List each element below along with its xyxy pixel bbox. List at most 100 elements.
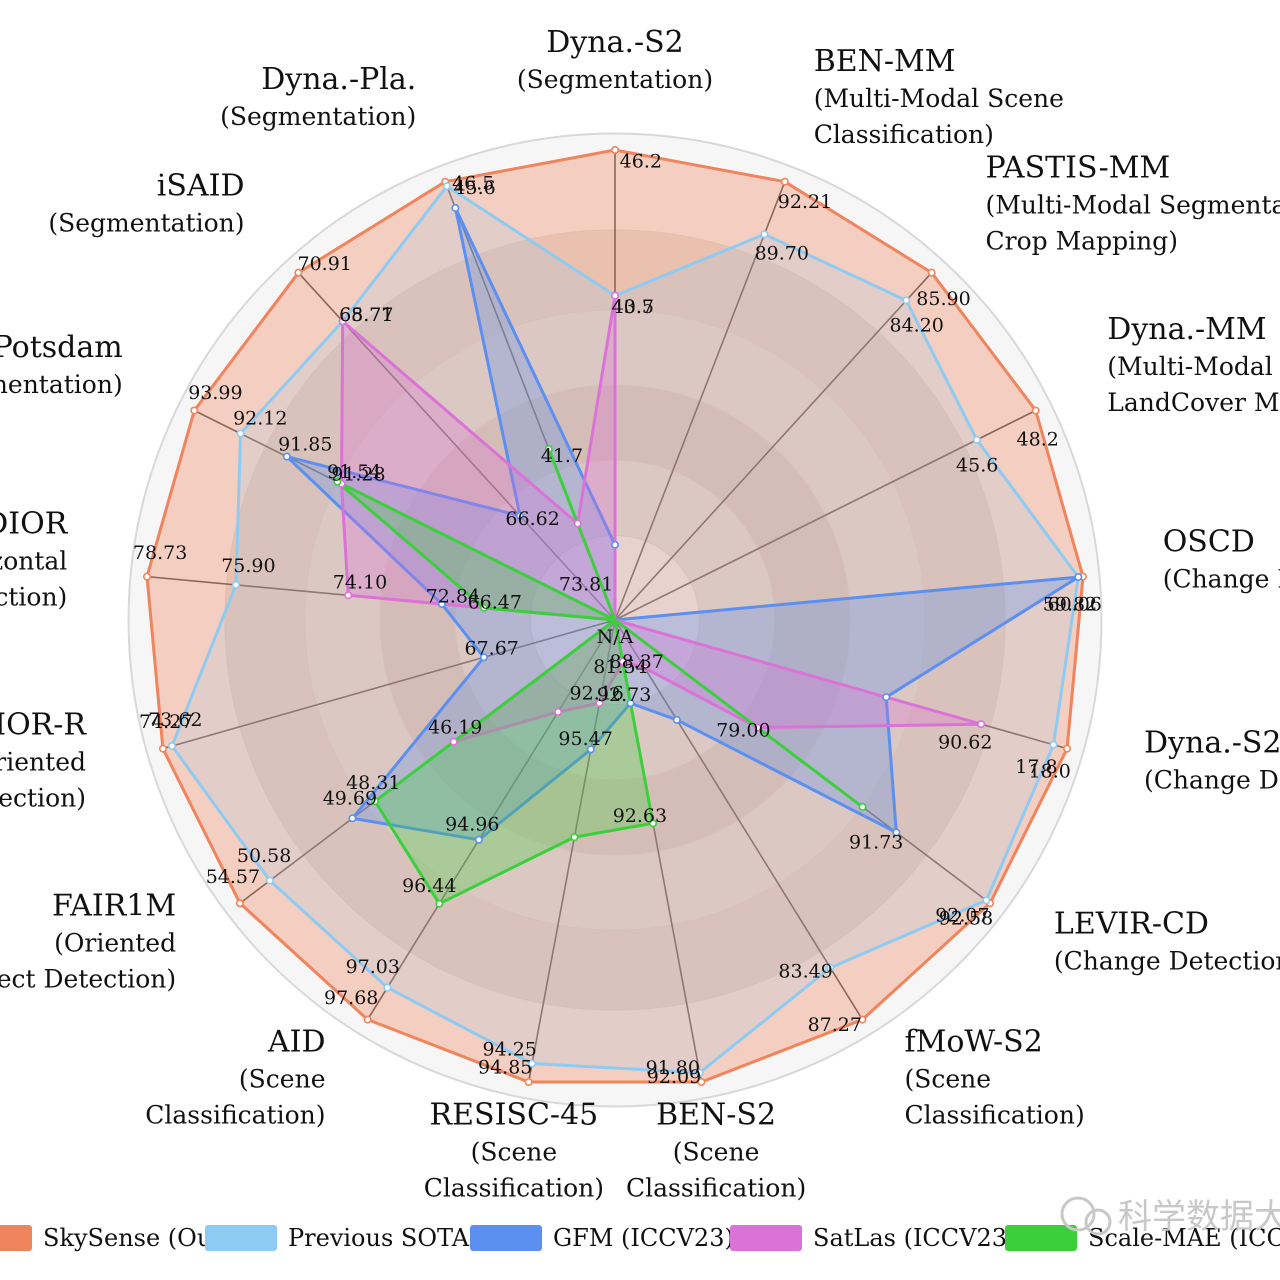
point — [610, 540, 619, 549]
axis-name: PASTIS-MM — [986, 151, 1171, 186]
value-label: 81.54 — [593, 656, 647, 678]
axis-name: iSAID — [157, 169, 245, 204]
point — [640, 663, 649, 672]
value-label: 66.47 — [468, 592, 522, 614]
value-label: 94.25 — [482, 1039, 536, 1061]
value-label: 40.7 — [612, 296, 654, 318]
value-label: 92.58 — [939, 907, 993, 929]
point — [143, 572, 152, 581]
point — [586, 745, 595, 754]
axis-name: Potsdam — [0, 330, 123, 365]
point — [858, 802, 867, 811]
axis-name: AID — [267, 1025, 326, 1060]
point — [972, 435, 981, 444]
outer-ring — [127, 132, 1103, 1108]
radar-series — [145, 148, 1085, 1084]
point — [528, 1059, 537, 1068]
value-label: 49.69 — [323, 788, 377, 810]
value-label: 41.7 — [541, 445, 583, 467]
point — [573, 519, 582, 528]
axis-name: fMoW-S2 — [905, 1025, 1043, 1060]
value-label: 45.6 — [956, 455, 998, 477]
axis-task: ect Detection) — [0, 784, 86, 813]
value-label: 74.10 — [333, 572, 387, 594]
legend-label: SatLas (ICCV23) — [813, 1224, 1016, 1252]
value-label: 88.37 — [609, 651, 663, 673]
axis-name: BEN-S2 — [656, 1098, 776, 1133]
value-label: 59.82 — [1043, 594, 1097, 616]
point — [479, 603, 488, 612]
wechat-icon-bubble — [1084, 1208, 1112, 1236]
point — [570, 833, 579, 842]
radar-points — [143, 146, 1087, 1086]
axis-task: LandCover Mapp — [1107, 388, 1280, 417]
axis-task: Object Detection) — [0, 964, 176, 993]
point — [190, 406, 199, 415]
point — [695, 1068, 704, 1077]
value-label: 92.16 — [569, 682, 623, 704]
value-label: 79.00 — [716, 719, 770, 741]
point — [544, 445, 553, 454]
watermark-text: 科学数据大 — [1118, 1197, 1280, 1237]
point — [370, 797, 379, 806]
spoke-2 — [614, 272, 933, 621]
value-label: 84.20 — [889, 314, 943, 336]
axis-task: Classification) — [814, 120, 994, 149]
legend-swatch — [470, 1225, 542, 1251]
value-labels: 46.243.540.792.2189.7085.9084.2048.245.6… — [133, 151, 1102, 1088]
point — [231, 580, 240, 589]
point — [516, 511, 525, 520]
axis-task: (Segmentation) — [220, 102, 416, 131]
legend-swatch — [205, 1225, 277, 1251]
value-label: 46.2 — [620, 151, 662, 173]
point — [760, 230, 769, 239]
value-label: 73.81 — [559, 574, 613, 596]
point — [344, 591, 353, 600]
legend-swatch — [730, 1225, 802, 1251]
value-label: 89.70 — [755, 243, 809, 265]
value-label: 48.2 — [1017, 428, 1059, 450]
axis-task: (Change Detect — [1163, 564, 1280, 593]
point — [479, 653, 488, 662]
spoke-12 — [162, 619, 616, 750]
axis-name: Dyna.-MM — [1107, 312, 1266, 347]
value-label: 95.47 — [558, 728, 612, 750]
point — [753, 723, 762, 732]
axis-name: DIOR-R — [0, 708, 87, 743]
point — [1074, 573, 1083, 582]
point — [610, 291, 619, 300]
value-label: 78.73 — [133, 542, 187, 564]
axis-task: (Scene — [239, 1065, 326, 1094]
axis-task: (Scene — [905, 1065, 992, 1094]
value-label: 91.73 — [849, 832, 903, 854]
point — [1031, 406, 1040, 415]
point — [672, 715, 681, 724]
axis-name: Dyna.-S2 — [1144, 726, 1280, 761]
value-label: 87.27 — [808, 1014, 862, 1036]
axis-task: Classification) — [424, 1174, 604, 1203]
point — [1063, 744, 1072, 753]
axis-task: Crop Mapping) — [986, 227, 1178, 256]
value-label: 92.21 — [778, 191, 832, 213]
value-label: 46.5 — [452, 172, 494, 194]
value-label: 70.91 — [297, 253, 351, 275]
spoke-7 — [614, 619, 864, 1021]
value-label: 92.12 — [233, 408, 287, 430]
legend-label: Previous SOTA — [288, 1224, 470, 1252]
value-label: 83.49 — [778, 961, 832, 983]
axis-task: (Scene — [471, 1138, 558, 1167]
value-label: 91.80 — [646, 1057, 700, 1079]
value-label: 45.6 — [453, 177, 495, 199]
value-label: 94.96 — [445, 814, 499, 836]
value-label: 97.03 — [346, 956, 400, 978]
axis-name: BEN-MM — [814, 44, 956, 79]
value-label: 60.06 — [1047, 593, 1101, 615]
value-label: 65.77 — [339, 304, 393, 326]
value-label: 85.90 — [916, 288, 970, 310]
value-label: 92.07 — [935, 904, 989, 926]
value-label: 96.44 — [402, 875, 456, 897]
axis-task: (Multi-Modal Segmentation: — [986, 191, 1280, 220]
value-label: 74.27 — [139, 711, 193, 733]
point — [348, 814, 357, 823]
axis-task: (Segmentation) — [48, 209, 244, 238]
